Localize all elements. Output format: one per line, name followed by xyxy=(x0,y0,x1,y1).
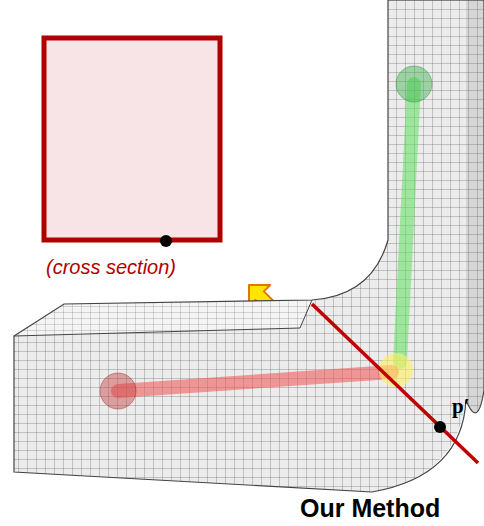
section-line xyxy=(312,304,478,463)
point-marker xyxy=(434,421,446,433)
method-title: Our Method xyxy=(300,494,440,523)
skeleton-bones xyxy=(100,66,432,409)
bent-bar-mesh xyxy=(14,0,484,492)
point-label: p′ xyxy=(452,394,470,419)
cross-section-square xyxy=(44,38,220,240)
cross-section-point xyxy=(160,235,172,247)
cross-section-caption: (cross section) xyxy=(46,256,176,279)
